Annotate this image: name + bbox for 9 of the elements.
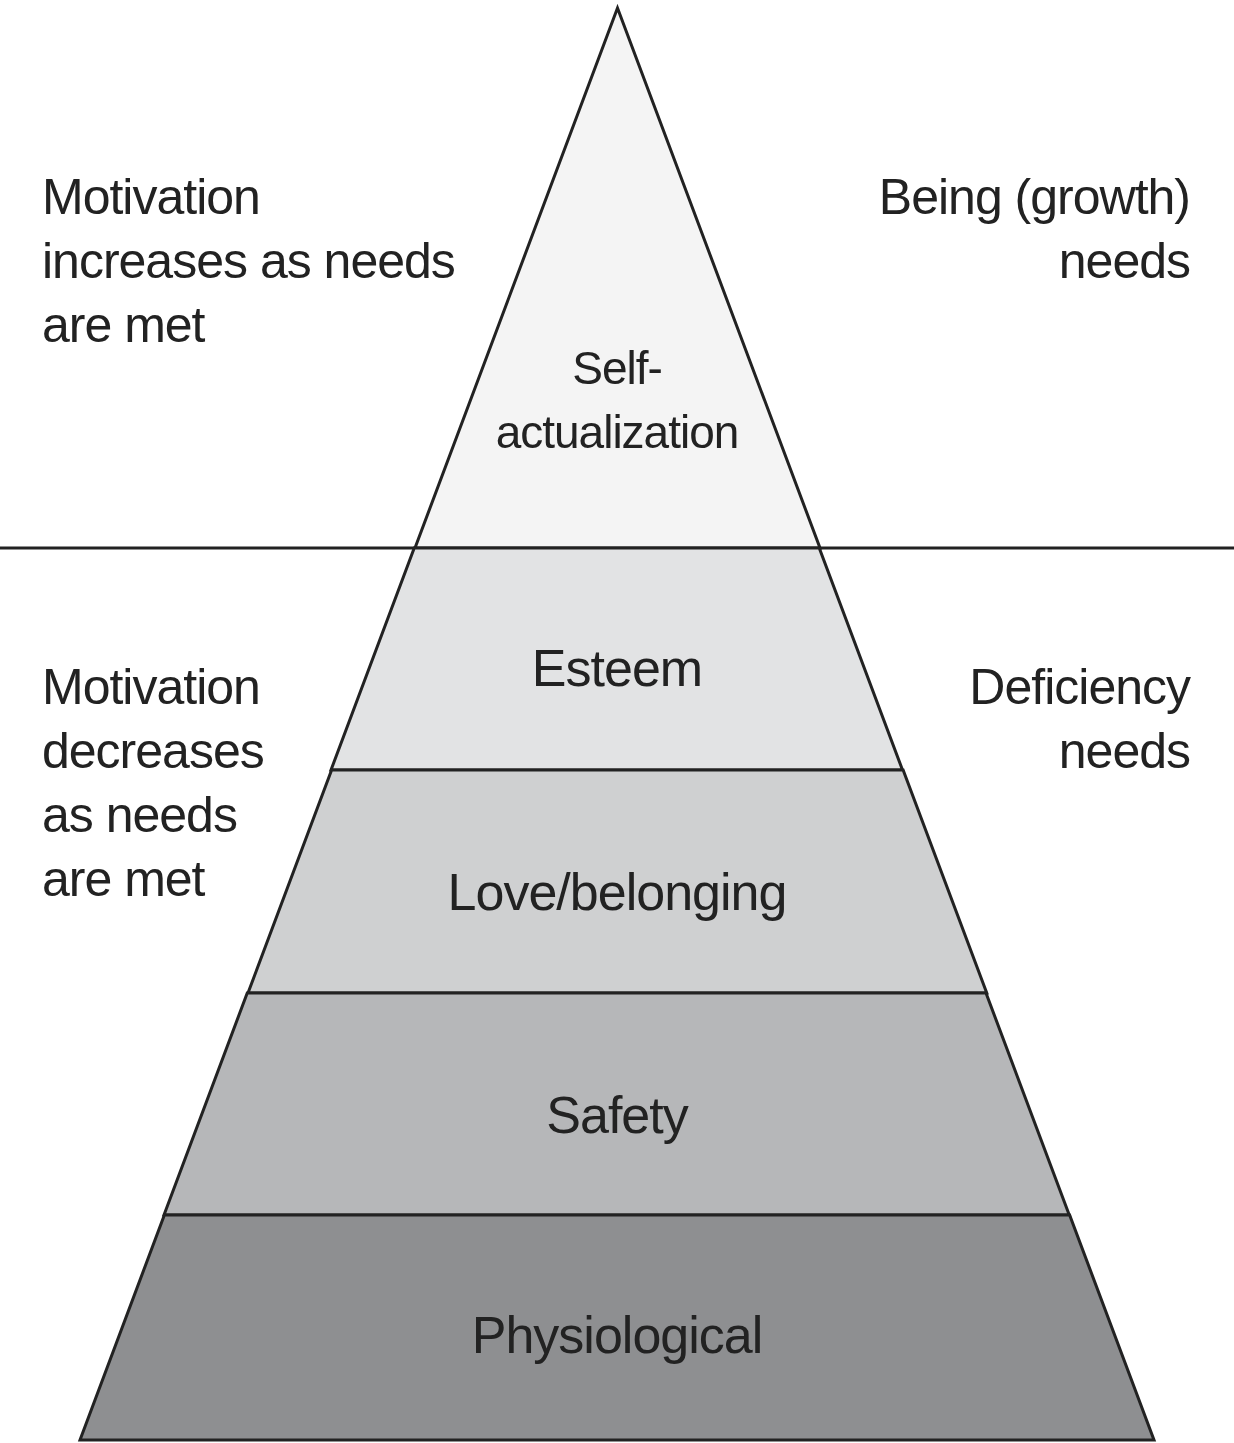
tier-label: Physiological xyxy=(470,1305,764,1366)
tier-label: Love/belonging xyxy=(446,862,788,923)
side-note: Being (growth) needs xyxy=(877,168,1190,291)
tier-label: Safety xyxy=(545,1085,690,1146)
side-note: Motivation increases as needs are met xyxy=(42,168,456,355)
tier-label: Self-actualization xyxy=(494,341,740,460)
side-note: Deficiency needs xyxy=(968,658,1190,781)
side-note: Motivation decreases as needs are met xyxy=(42,658,265,909)
tier-label: Esteem xyxy=(530,638,704,699)
